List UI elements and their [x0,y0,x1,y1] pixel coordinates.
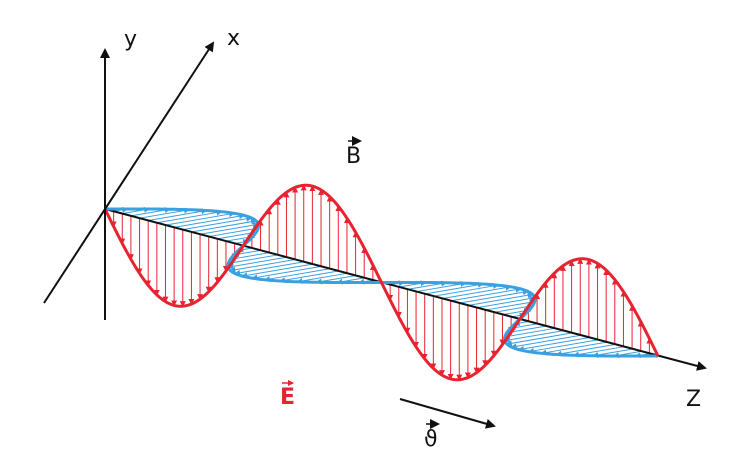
z-axis [104,208,707,371]
magnetic-field-label-group: B [346,136,362,169]
magnetic-field-vector [555,344,615,357]
magnetic-field-vector [510,334,581,350]
electric-field-hatch [110,184,653,381]
magnetic-field-vector [227,254,278,266]
magnetic-field-vector [540,341,607,356]
magnetic-field-vector [229,259,296,273]
electric-field-label: E [280,385,295,410]
magnetic-field-vector [234,261,304,276]
magnetic-field-vector [485,299,536,311]
magnetic-field-vector [279,270,339,284]
magnetic-field-vector [572,346,624,358]
magnetic-field-vector [227,256,287,270]
magnetic-field-vector [208,225,260,238]
magnetic-field-vector [251,265,322,281]
magnetic-field-vector [476,295,536,309]
magnetic-field-vector [174,213,246,228]
magnetic-field-vector [433,283,500,297]
magnetic-field-vector [505,332,572,347]
magnetic-field-vector [503,327,555,340]
magnetic-field-vector [424,281,484,295]
magnetic-field-vector [182,215,253,231]
velocity-arrow [399,398,496,429]
magnetic-field-vector [441,284,512,300]
z-axis-label: Z [686,387,701,412]
magnetic-field-vector [165,211,236,226]
x-axis-label: x [227,26,240,51]
magnetic-field-vector [503,330,564,343]
velocity-label-group: ϑ [424,419,440,452]
magnetic-field-vector [467,292,534,306]
magnetic-field-vector [517,337,589,352]
magnetic-field-vector [415,281,467,293]
magnetic-field-vector [139,207,191,219]
magnetic-field-vector [241,263,313,279]
magnetic-field-vector [156,209,223,224]
magnetic-field-vector [296,272,348,284]
magnetic-field-vector [148,208,208,221]
x-axis [43,41,215,304]
electric-field-label-group: E [280,380,295,410]
magnetic-field-vector [450,286,522,302]
electric-field-curve [103,183,660,382]
magnetic-field-vector [199,222,260,235]
magnetic-field-vector [263,268,330,282]
magnetic-field-label: B [346,144,361,169]
y-axis-label: y [124,27,137,52]
magnetic-field-vector [191,218,258,233]
magnetic-field-vector [527,339,598,354]
velocity-label: ϑ [424,427,438,452]
magnetic-field-vector [459,289,529,304]
